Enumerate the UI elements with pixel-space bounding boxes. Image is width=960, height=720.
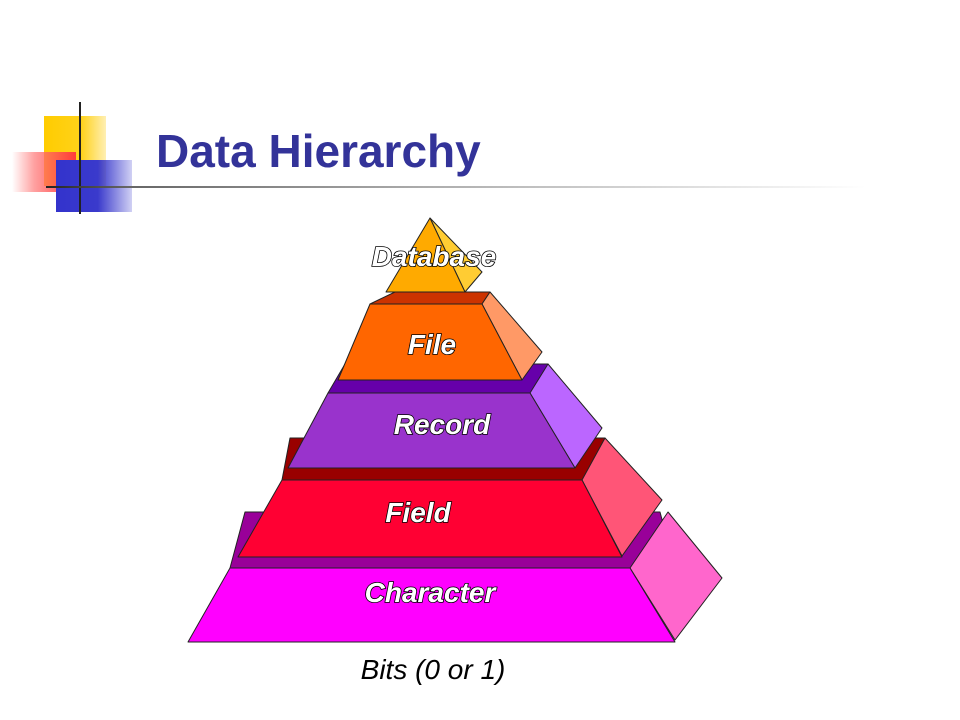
pyramid-level-database: Database bbox=[371, 217, 497, 293]
field-label: Field bbox=[385, 497, 451, 528]
character-side-face bbox=[629, 511, 723, 641]
pyramid-level-file: File bbox=[337, 291, 543, 381]
field-front-face bbox=[237, 479, 623, 558]
file-top-face bbox=[369, 291, 491, 305]
character-label: Character bbox=[365, 577, 498, 608]
file-label: File bbox=[408, 329, 456, 360]
record-front-face bbox=[287, 392, 576, 469]
record-label: Record bbox=[394, 409, 491, 440]
database-front-face bbox=[385, 217, 466, 293]
slide-title: Data Hierarchy bbox=[156, 125, 481, 177]
file-front-face bbox=[337, 303, 523, 381]
database-label: Database bbox=[372, 241, 497, 272]
character-front-face bbox=[187, 567, 676, 643]
decorative-vertical-line bbox=[79, 102, 81, 214]
bits-caption: Bits (0 or 1) bbox=[360, 654, 506, 685]
title-underline bbox=[46, 186, 866, 188]
